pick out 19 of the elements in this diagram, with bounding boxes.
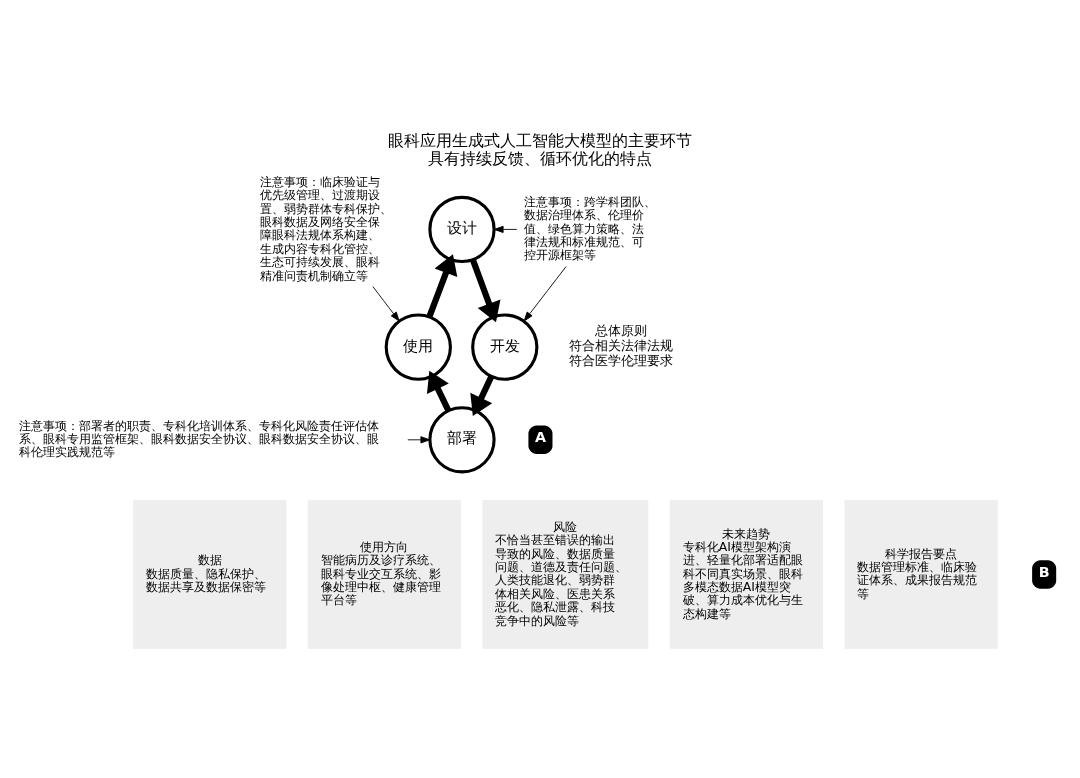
- node-text: 注意事项：临床验证与优先级管理、过渡期设置、弱势群体专科保护、眼科数据及网络安全保障眼科法规体系构建、生成内容专科化管控、生态可持续发展、眼科精准问责机制确立等: [260, 173, 393, 283]
- arrow: [426, 370, 452, 412]
- label: 符合医学伦理要求: [568, 353, 673, 369]
- arrow: [493, 225, 518, 233]
- label: 总体原则: [594, 323, 647, 339]
- label: A: [535, 429, 547, 446]
- node-text: 注意事项：跨学科团队、数据治理体系、伦理价值、绿色算力策略、法律法规和标准规范、可控开源框架等: [523, 193, 656, 263]
- label: B: [1038, 563, 1050, 580]
- arrow: [426, 254, 458, 318]
- node-circle: 设计: [428, 195, 496, 264]
- arrow: [523, 266, 567, 322]
- arrow: [372, 286, 400, 322]
- arrow: [469, 258, 501, 323]
- diagram-title: 眼科应用生成式人工智能大模型的主要环节具有持续反馈、循环优化的特点: [388, 130, 692, 168]
- node-circle: 部署: [428, 406, 496, 474]
- node-text: 注意事项：部署者的职责、专科化培训体系、专科化风险责任评估体系、眼科专用监管框架、眼科数据安全协议、眼科数据安全协议、眼科伦理实践规范等: [18, 417, 379, 460]
- arrow: [470, 375, 495, 416]
- label: 符合相关法律法规: [568, 338, 673, 354]
- arrow: [407, 436, 431, 444]
